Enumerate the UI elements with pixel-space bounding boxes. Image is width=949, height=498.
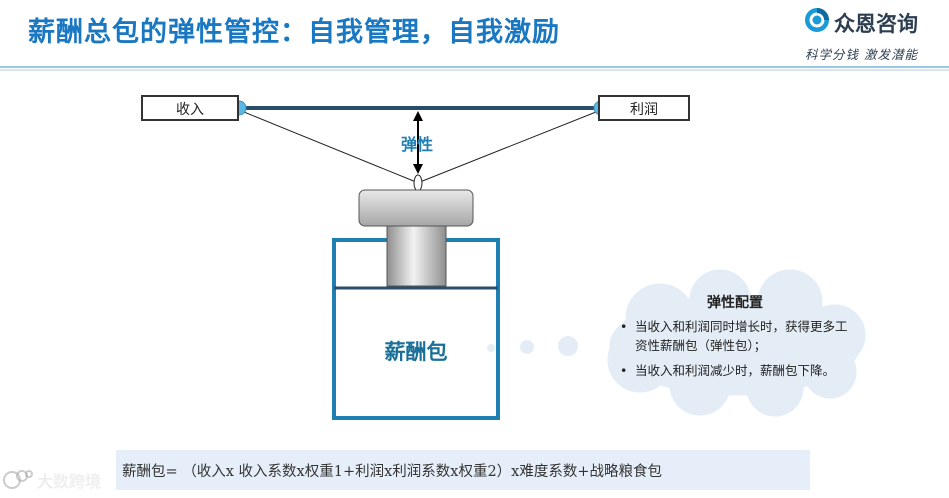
logo-swirl-icon xyxy=(805,8,829,32)
elastic-arrow-down xyxy=(413,164,423,174)
logo-slogan: 科学分钱 激发潜能 xyxy=(805,47,918,62)
right-string xyxy=(419,109,602,183)
list-item-text: 当收入和利润减少时，薪酬包下降。 xyxy=(635,363,836,378)
cloud-bullet-list: • 当收入和利润同时增长时，获得更多工资性薪酬包（弹性包）； • 当收入和利润减… xyxy=(617,317,857,386)
header-divider xyxy=(0,66,949,71)
thought-dot-small xyxy=(487,344,495,352)
piston-rod xyxy=(386,221,447,287)
bullet-glyph: • xyxy=(620,319,628,334)
list-item-text: 当收入和利润同时增长时，获得更多工资性薪酬包（弹性包）； xyxy=(635,319,848,353)
formula-text: 薪酬包= （收入x 收入系数x权重1+利润x利润系数x权重2）x难度系数+战略粮… xyxy=(122,464,663,480)
elastic-arrow-up xyxy=(413,111,423,121)
watermark-text: 大数跨境 xyxy=(37,472,102,492)
revenue-box: 收入 xyxy=(141,95,239,121)
watermark-logo-icon xyxy=(3,470,33,489)
formula-bar xyxy=(116,450,810,490)
logo-name: 众恩咨询 xyxy=(834,12,918,36)
list-item: • 当收入和利润同时增长时，获得更多工资性薪酬包（弹性包）； xyxy=(617,317,857,355)
company-logo: 众恩咨询 科学分钱 激发潜能 xyxy=(802,6,942,66)
piston-cap xyxy=(358,189,474,227)
thought-dot-large xyxy=(558,336,578,356)
page-title: 薪酬总包的弹性管控：自我管理，自我激励 xyxy=(28,17,560,48)
cloud-title: 弹性配置 xyxy=(707,295,763,311)
bullet-glyph: • xyxy=(620,363,628,378)
elasticity-label: 弹性 xyxy=(400,135,433,154)
left-string xyxy=(238,109,417,183)
thought-dot-medium xyxy=(520,340,534,354)
config-cloud xyxy=(607,269,866,417)
list-item: • 当收入和利润减少时，薪酬包下降。 xyxy=(617,361,857,380)
salary-package-label: 薪酬包 xyxy=(384,340,448,364)
hook-ring xyxy=(413,174,423,192)
profit-box: 利润 xyxy=(598,95,690,121)
